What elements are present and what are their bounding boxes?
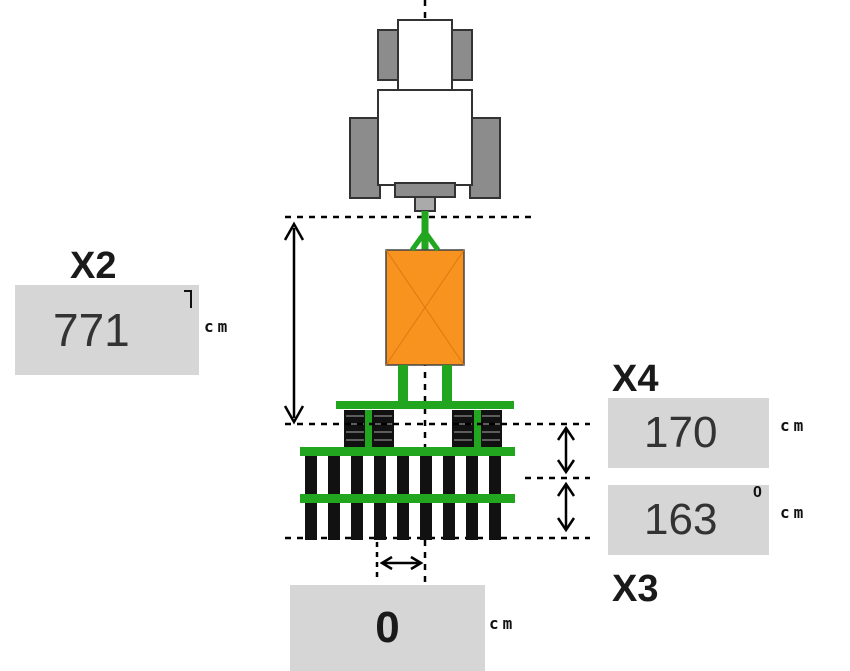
x4-input[interactable]: 170	[608, 398, 769, 468]
packer-wheels	[344, 410, 502, 448]
x2-value: 771	[53, 304, 130, 356]
x4-unit: cm	[780, 416, 808, 435]
x3-label: X3	[612, 568, 659, 610]
x3-dimension-arrow	[556, 481, 576, 533]
x2-dimension-arrow	[283, 221, 305, 425]
offset-unit: cm	[489, 614, 517, 633]
front-frame	[336, 401, 514, 409]
x4-dimension-arrow	[556, 425, 576, 475]
x2-bracket-mark	[184, 290, 192, 308]
x2-unit: cm	[204, 317, 232, 336]
coulter-bar-2	[300, 494, 515, 503]
offset-input[interactable]: 0	[290, 585, 485, 671]
x4-label: X4	[612, 358, 659, 400]
x4-value: 170	[644, 408, 718, 457]
coulter-bar-1	[300, 447, 515, 456]
x3-input[interactable]: 163	[608, 485, 769, 555]
tractor-icon	[349, 19, 501, 212]
offset-arrow	[375, 542, 424, 580]
x2-label: X2	[70, 245, 117, 287]
hopper-icon	[385, 230, 465, 366]
offset-value: 0	[375, 603, 400, 652]
x3-value: 163	[644, 495, 718, 544]
x3-unit: cm	[780, 503, 808, 522]
x3-marker: 0	[753, 484, 762, 501]
x2-input[interactable]: 771	[15, 285, 199, 375]
